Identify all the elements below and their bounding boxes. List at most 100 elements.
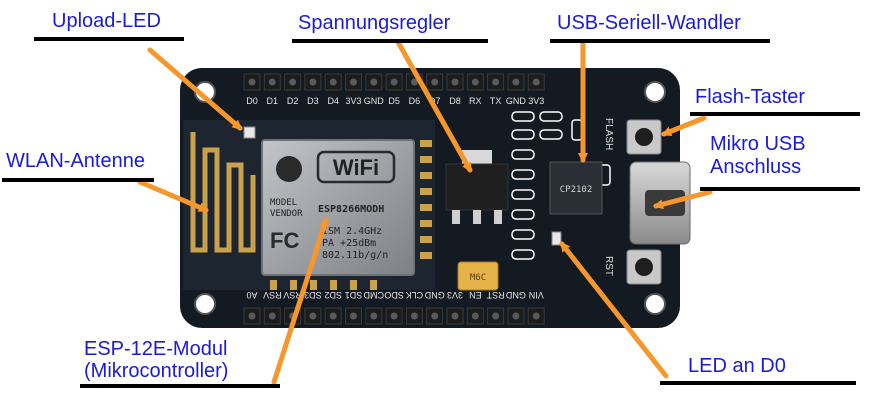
ism-label: ISM 2.4GHz	[322, 226, 382, 237]
arrow-flash-button	[661, 115, 707, 137]
mounting-hole	[194, 293, 216, 315]
model-label: MODEL	[270, 198, 297, 208]
bottom-pin-label: EN	[469, 290, 482, 300]
top-pin-label: D7	[429, 96, 441, 106]
label-esp-module-line1: ESP-12E-Modul	[84, 338, 228, 360]
vendor-label: VENDOR	[270, 209, 303, 219]
top-pin-label: TX	[490, 96, 502, 106]
smd-components	[511, 111, 611, 260]
bottom-pin-hole	[532, 312, 540, 320]
top-pin-label: D0	[246, 96, 258, 106]
bottom-pin-label: RST	[486, 290, 505, 300]
rule-wifi-antenna	[2, 178, 154, 182]
bottom-pin-label: SD3	[304, 290, 322, 300]
top-pin-label: GND	[364, 96, 385, 106]
bottom-pin-label: SD1	[345, 290, 363, 300]
arrow-upload-led	[147, 47, 243, 131]
top-pin-label: D4	[327, 96, 339, 106]
wifi-logo-text: WiFi	[333, 155, 379, 180]
label-flash-button: Flash-Taster	[695, 86, 806, 108]
label-micro-usb-line2: Anschluss	[710, 156, 802, 178]
bottom-pin-label: A0	[246, 290, 257, 300]
protocol-label: 802.11b/g/n	[322, 250, 388, 261]
pa-label: PA +25dBm	[322, 238, 376, 249]
top-pin-hole	[329, 78, 337, 86]
tantalum-capacitor	[457, 261, 499, 291]
arrow-voltage-regulator	[395, 39, 473, 173]
bottom-pin-hole	[248, 312, 256, 320]
top-pin-hole	[289, 78, 297, 86]
usb-serial-chip	[549, 161, 603, 215]
bottom-pin-hole	[512, 312, 520, 320]
bottom-pin-label: GND	[424, 290, 445, 300]
top-pin-label: D6	[409, 96, 421, 106]
label-usb-serial: USB-Seriell-Wandler	[557, 12, 741, 34]
module-name-label: ESP8266MODH	[318, 204, 384, 215]
rule-esp-module	[80, 384, 280, 388]
bottom-pin-label: CMD	[363, 290, 384, 300]
top-pin-hole	[370, 78, 378, 86]
top-pin-label: D1	[267, 96, 279, 106]
rule-voltage-regulator	[292, 39, 488, 43]
mounting-hole	[644, 293, 666, 315]
top-pin-hole	[248, 78, 256, 86]
label-micro-usb-line1: Mikro USB	[710, 133, 806, 155]
module-pads	[270, 140, 432, 290]
rule-flash-button	[690, 112, 860, 116]
top-pin-hole	[532, 78, 540, 86]
bottom-pin-label: GND	[505, 290, 526, 300]
top-pin-label: D8	[449, 96, 461, 106]
top-pin-label: D3	[307, 96, 319, 106]
callout-arrows	[137, 39, 713, 385]
top-pin-hole	[451, 78, 459, 86]
arrow-micro-usb	[653, 189, 713, 210]
usb-serial-chip-label: CP2102	[560, 185, 593, 195]
bottom-pin-label: RSV	[283, 290, 302, 300]
top-pin-hole	[431, 78, 439, 86]
top-pin-label: D5	[388, 96, 400, 106]
bottom-pin-label: CLK	[406, 290, 424, 300]
label-led-d0: LED an D0	[688, 355, 786, 377]
led-d0	[551, 231, 562, 246]
rule-micro-usb	[700, 187, 860, 191]
top-pin-hole	[492, 78, 500, 86]
bottom-pin-hole	[329, 312, 337, 320]
bottom-pin-hole	[268, 312, 276, 320]
top-pin-label: 3V3	[528, 96, 544, 106]
wifi-logo-box	[316, 150, 396, 184]
top-pin-hole	[268, 78, 276, 86]
bottom-pin-hole	[390, 312, 398, 320]
reset-button-cap[interactable]	[635, 258, 653, 276]
bottom-pin-hole	[410, 312, 418, 320]
bottom-pin-hole	[492, 312, 500, 320]
bottom-pin-hole	[451, 312, 459, 320]
bottom-pin-label: 3V3	[447, 290, 463, 300]
top-pin-label: RX	[469, 96, 482, 106]
top-pin-hole	[471, 78, 479, 86]
top-pin-hole	[309, 78, 317, 86]
arrow-led-d0	[559, 241, 669, 379]
top-pin-hole	[512, 78, 520, 86]
voltage-regulator-legs	[452, 210, 502, 224]
top-pin-hole	[390, 78, 398, 86]
bottom-pin-label: SDO	[384, 290, 404, 300]
bottom-pin-hole	[370, 312, 378, 320]
voltage-regulator-body	[445, 163, 509, 211]
bottom-pin-hole	[471, 312, 479, 320]
top-pin-label: GND	[506, 96, 527, 106]
top-pin-hole	[410, 78, 418, 86]
label-voltage-regulator: Spannungsregler	[298, 12, 451, 34]
arrow-wifi-antenna	[137, 179, 209, 213]
rule-led-d0	[660, 381, 856, 385]
bottom-pin-hole	[309, 312, 317, 320]
label-upload-led: Upload-LED	[52, 10, 161, 32]
bottom-pin-label: VIN	[529, 290, 544, 300]
flash-button-cap[interactable]	[635, 128, 653, 146]
bottom-pin-hole	[431, 312, 439, 320]
fcc-logo: FC	[270, 228, 299, 253]
rst-silk-label: RST	[603, 256, 614, 276]
upload-led	[243, 126, 256, 139]
flash-silk-label: FLASH	[603, 118, 614, 150]
bottom-pin-hole	[350, 312, 357, 320]
